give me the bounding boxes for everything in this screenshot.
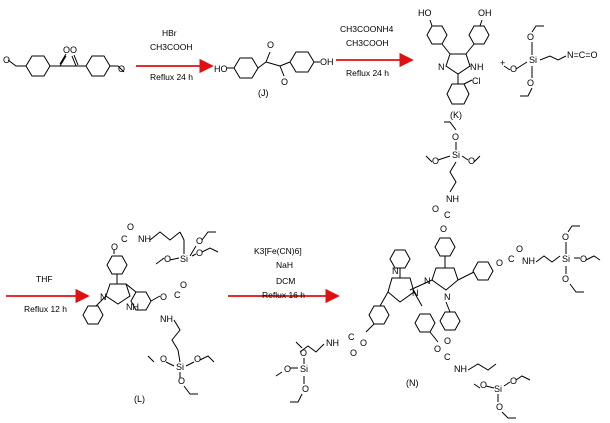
n-imidazole-n1: N (424, 276, 431, 286)
n-imidazole-n2: N (444, 292, 451, 302)
step2-reagent: CH3COONH4 (340, 24, 394, 34)
plus-sign: + (500, 58, 505, 68)
compound-j-structure: HO O O OH (214, 40, 334, 87)
n-si-right-o3: O (562, 274, 569, 284)
step4-solvent: DCM (276, 276, 295, 286)
l-carbonyl-o2: O (180, 280, 187, 290)
n-nh-right: NH (522, 256, 535, 266)
l-carbamate-c1: C (121, 234, 128, 244)
l-carbamate-c2: C (174, 290, 181, 300)
n-carbamate-c-left: C (348, 332, 355, 342)
compound-n-label: (N) (406, 378, 419, 388)
step4-base: NaH (276, 260, 293, 270)
n-nh-top: NH (446, 194, 459, 204)
l-carbamate-nh1: NH (138, 234, 151, 244)
n-carbonyl-o-top: O (432, 204, 439, 214)
n-carbamate-o-right: O (496, 258, 503, 268)
step4-reagent: K3[Fe(CN)6] (254, 246, 302, 256)
n-si-top-o3: O (468, 156, 475, 166)
compound-k-label: (K) (450, 110, 462, 120)
icptes-structure: Si O O O N=C=O (503, 25, 598, 97)
n-si-right-o2: O (580, 254, 587, 264)
step2-conditions: Reflux 24 h (346, 68, 389, 78)
step1-solvent: CH3COOH (150, 42, 193, 52)
n-imidazole-n3: N (392, 266, 399, 276)
step1-reagent: HBr (162, 28, 177, 38)
k-hydroxy-left: HO (418, 8, 432, 18)
methoxy-o-right: O (118, 64, 125, 74)
k-chloro: Cl (472, 76, 481, 86)
k-imidazole-h: H (477, 62, 484, 72)
k-imidazole-nh: N (470, 62, 477, 72)
n-si-bottom-o3: O (496, 402, 503, 412)
n-carbonyl-o-bottom: O (444, 336, 451, 346)
n-carbamate-o-top: O (440, 224, 447, 234)
n-si-left-o2: O (300, 348, 307, 358)
carbonyl-o-2: O (70, 45, 77, 55)
n-carbonyl-o-right: O (516, 244, 523, 254)
compound-n-structure: Si O O O NH C O O N N O C O NH Si O O O (275, 121, 601, 419)
n-si-top-o2: O (432, 156, 439, 166)
n-si-right-o1: O (562, 232, 569, 242)
dimethoxybenzil-structure: O O O O (3, 45, 125, 77)
n-carbamate-c-bottom: C (444, 352, 451, 362)
n-si-bottom: Si (494, 384, 502, 394)
n-si-top-o1: O (452, 132, 459, 142)
l-carbamate-o1: O (111, 242, 118, 252)
step3-solvent: THF (36, 274, 53, 284)
n-carbamate-c-top: C (444, 210, 451, 220)
l-si-1: Si (180, 254, 188, 264)
l-si1-o1: O (164, 254, 171, 264)
n-si-left-o1: O (284, 364, 291, 374)
icptes-o-bottom: O (527, 78, 534, 88)
n-si-bottom-o1: O (480, 380, 487, 390)
n-carbamate-c-right: C (508, 254, 515, 264)
n-si-bottom-o2: O (510, 376, 517, 386)
l-carbonyl-o1: O (127, 222, 134, 232)
l-si2-o1: O (160, 354, 167, 364)
n-si-top: Si (452, 150, 460, 160)
n-imidazole-n4: N (412, 288, 419, 298)
n-carbonyl-o-left: O (350, 348, 357, 358)
n-carbamate-o-bottom: O (434, 344, 441, 354)
k-hydroxy-right: OH (478, 8, 492, 18)
step3-conditions: Reflux 12 h (24, 304, 67, 314)
l-si1-o2: O (196, 248, 203, 258)
hydroxy-left: HO (214, 64, 228, 74)
l-si-2: Si (176, 362, 184, 372)
step1-conditions: Reflux 24 h (150, 72, 193, 82)
icptes-si: Si (529, 55, 537, 65)
methoxy-o-left: O (3, 55, 10, 65)
carbonyl-o-1: O (63, 45, 70, 55)
carbonyl-o-j1: O (267, 40, 274, 50)
n-carbamate-o-left: O (360, 338, 367, 348)
n-si-left-o3: O (302, 384, 309, 394)
compound-k-structure: HO OH N N H Cl (418, 8, 492, 105)
l-imidazole-nh: NH (126, 302, 139, 312)
l-si1-o3: O (196, 236, 203, 246)
step2-solvent: CH3COOH (346, 38, 389, 48)
hydroxy-right: OH (320, 57, 334, 67)
n-si-left: Si (300, 364, 308, 374)
compound-l-label: (L) (134, 394, 145, 404)
l-carbamate-o2: O (160, 292, 167, 302)
carbonyl-o-j2: O (281, 77, 288, 87)
n-si-right: Si (562, 254, 570, 264)
l-imidazole-n: N (100, 292, 107, 302)
icptes-o-left: O (510, 64, 517, 74)
compound-j-label: (J) (258, 88, 269, 98)
l-si2-o2: O (194, 354, 201, 364)
compound-l-structure: O C O NH Si O O O N NH O C O NH Si O O O (82, 222, 219, 395)
icptes-isocyanate: N=C=O (567, 50, 598, 60)
step4-conditions: Reflux 16 h (262, 290, 305, 300)
l-carbamate-nh2: NH (160, 314, 173, 324)
k-imidazole-n: N (438, 62, 445, 72)
n-nh-bottom: NH (454, 364, 467, 374)
n-nh-left: NH (326, 338, 339, 348)
l-si2-o3: O (178, 376, 185, 386)
icptes-o-top: O (527, 32, 534, 42)
